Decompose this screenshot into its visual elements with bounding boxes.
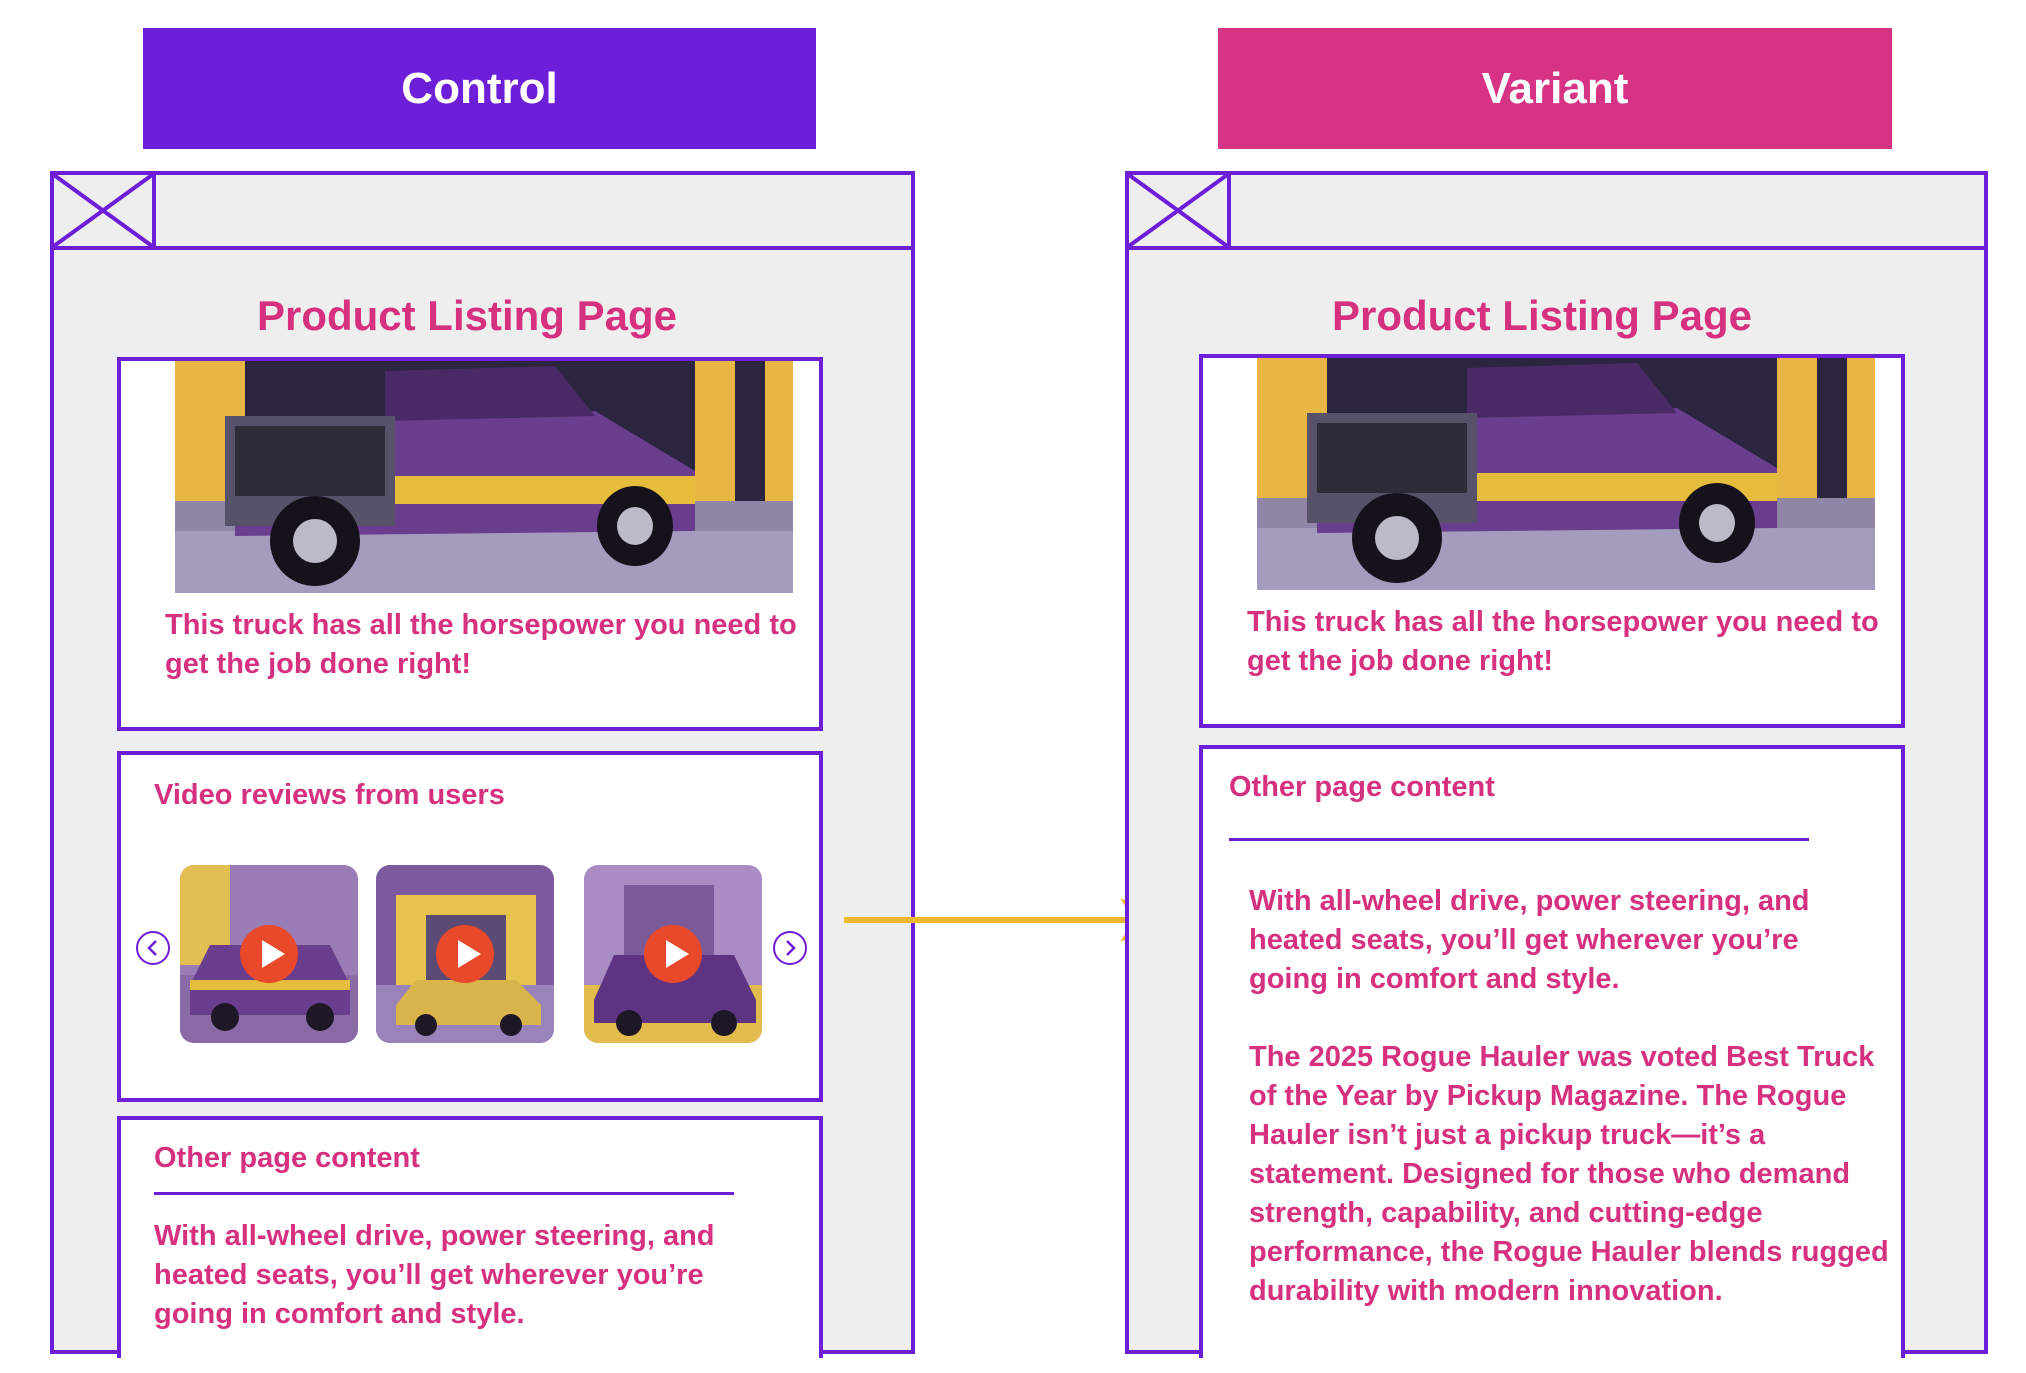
variant-banner: Variant [1218,28,1892,149]
chevron-left-icon[interactable] [136,931,170,965]
variant-browser-bar [1129,175,1984,250]
variant-phone-mockup: Product Listing Page This truc [1125,171,1988,1358]
image-placeholder-icon [54,175,156,250]
play-icon [436,925,494,983]
truck-image [175,361,793,593]
control-other-content-card: Other page content With all-wheel drive,… [117,1116,823,1358]
control-page-title: Product Listing Page [256,292,678,339]
control-video-reviews-card: Video reviews from users [117,751,823,1102]
control-label: Control [401,63,558,113]
other-content-heading: Other page content [1229,771,1495,803]
video-reviews-heading: Video reviews from users [154,779,505,811]
truck-image [1257,358,1875,590]
variant-hero-card: This truck has all the horsepower you ne… [1199,354,1905,728]
divider [154,1192,734,1195]
control-banner: Control [143,28,816,149]
control-phone-mockup: Product Listing Page This truc [50,171,915,1358]
play-icon [644,925,702,983]
chevron-right-icon[interactable] [773,931,807,965]
control-browser-bar [54,175,911,250]
control-hero-card: This truck has all the horsepower you ne… [117,357,823,731]
divider [1229,838,1809,841]
other-content-heading: Other page content [154,1142,420,1174]
video-thumbnail[interactable] [180,865,358,1043]
other-content-text: With all-wheel drive, power steering, an… [1249,885,1810,995]
award-text: The 2025 Rogue Hauler was voted Best Tru… [1249,1041,1889,1307]
variant-hero-text: This truck has all the horsepower you ne… [1247,606,1879,677]
video-thumbnail[interactable] [584,865,762,1043]
video-thumbnail[interactable] [376,865,554,1043]
play-icon [240,925,298,983]
control-hero-text: This truck has all the horsepower you ne… [165,609,797,680]
variant-page-title: Product Listing Page [1331,292,1753,339]
variant-other-content-card: Other page content With all-wheel drive,… [1199,745,1905,1358]
image-placeholder-icon [1129,175,1231,250]
variant-label: Variant [1481,63,1629,113]
other-content-text: With all-wheel drive, power steering, an… [154,1220,715,1330]
